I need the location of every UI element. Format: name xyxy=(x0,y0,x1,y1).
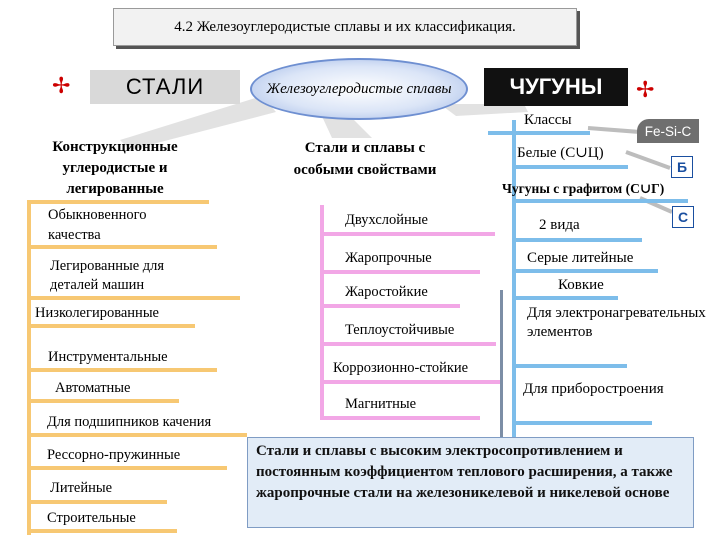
special-item: Жаростойкие xyxy=(345,284,428,300)
steel-item-bar xyxy=(27,368,217,372)
root-node: Железоуглеродистые сплавы xyxy=(250,58,468,120)
special-item: Коррозионно-стойкие xyxy=(333,360,469,376)
steel-item-bar xyxy=(27,296,240,300)
steel-item: Строительные xyxy=(47,510,136,526)
construct-steels: Конструкционные углеродистые и легирован… xyxy=(52,139,178,197)
iron-spine xyxy=(512,120,516,438)
iron-two-types: 2 вида xyxy=(539,217,580,233)
special-item-bar xyxy=(320,342,496,346)
connector-wedge-to-construct xyxy=(120,96,276,150)
iron-heating-bar xyxy=(512,364,627,368)
irons-heading: ЧУГУНЫ xyxy=(484,68,628,106)
page-title: 4.2 Железоуглеродистые сплавы и их класс… xyxy=(113,8,577,46)
special-item-bar xyxy=(320,416,480,420)
steel-item: Обыкновенного качества xyxy=(48,207,147,243)
iron-two-types-bar xyxy=(512,238,642,242)
iron-spine-dark xyxy=(500,290,503,438)
steel-item-bar xyxy=(27,399,179,403)
star-icon-left: ✢ xyxy=(52,74,71,99)
special-steels: Стали и сплавы с особыми свойствами xyxy=(293,140,437,178)
iron-grey: Серые литейные xyxy=(527,250,634,266)
iron-white-bar xyxy=(512,165,628,169)
special-item-bar xyxy=(320,270,480,274)
graphite-tag: С xyxy=(672,206,694,228)
special-item: Магнитные xyxy=(345,396,417,412)
construct-underline xyxy=(27,200,209,204)
iron-instrument: Для приборостроения xyxy=(523,381,664,397)
iron-malleable: Ковкие xyxy=(558,277,604,293)
iron-grey-bar xyxy=(512,269,658,273)
iron-classes: Классы xyxy=(524,112,572,128)
iron-heating: Для электронагревательных элементов xyxy=(527,305,706,340)
steel-item: Автоматные xyxy=(55,380,131,396)
steel-item: Инструментальные xyxy=(48,349,168,365)
special-item-bar xyxy=(320,232,495,236)
iron-classes-bar xyxy=(488,131,590,135)
steels-heading: СТАЛИ xyxy=(90,70,240,104)
iron-malleable-bar xyxy=(512,296,618,300)
fesic-label: Fe-Si-C xyxy=(637,119,699,143)
special-item: Жаропрочные xyxy=(345,250,432,266)
note-box: Стали и сплавы с высоким электросопротив… xyxy=(247,437,694,528)
steel-item: Рессорно-пружинные xyxy=(47,447,181,463)
connector-wedge-to-irons xyxy=(440,104,528,116)
special-item-bar xyxy=(320,304,460,308)
star-icon-right: ✢ xyxy=(636,78,655,103)
steel-item-bar xyxy=(27,245,217,249)
steel-item-bar xyxy=(27,466,227,470)
iron-graphite: Чугуны с графитом (С∪Г) xyxy=(502,181,665,196)
steel-item: Низколегированные xyxy=(35,305,159,321)
steel-item-bar xyxy=(27,324,195,328)
iron-instrument-bar xyxy=(512,421,652,425)
steel-item: Для подшипников качения xyxy=(47,414,212,430)
steel-item-bar xyxy=(27,433,247,437)
special-item: Теплоустойчивые xyxy=(345,322,455,338)
special-spine xyxy=(320,205,324,420)
steel-item: Легированные для деталей машин xyxy=(50,258,165,293)
steel-item-bar xyxy=(27,500,167,504)
special-item-bar xyxy=(320,380,500,384)
connector-classes-fesic xyxy=(587,126,641,134)
iron-graphite-bar xyxy=(512,199,688,203)
steel-spine xyxy=(27,200,31,535)
steel-item-bar xyxy=(27,529,177,533)
special-item: Двухслойные xyxy=(345,212,428,228)
white-tag: Б xyxy=(671,156,693,178)
connector-white-tag xyxy=(625,150,671,170)
steel-item: Литейные xyxy=(50,480,113,496)
iron-white: Белые (С∪Ц) xyxy=(517,145,604,161)
